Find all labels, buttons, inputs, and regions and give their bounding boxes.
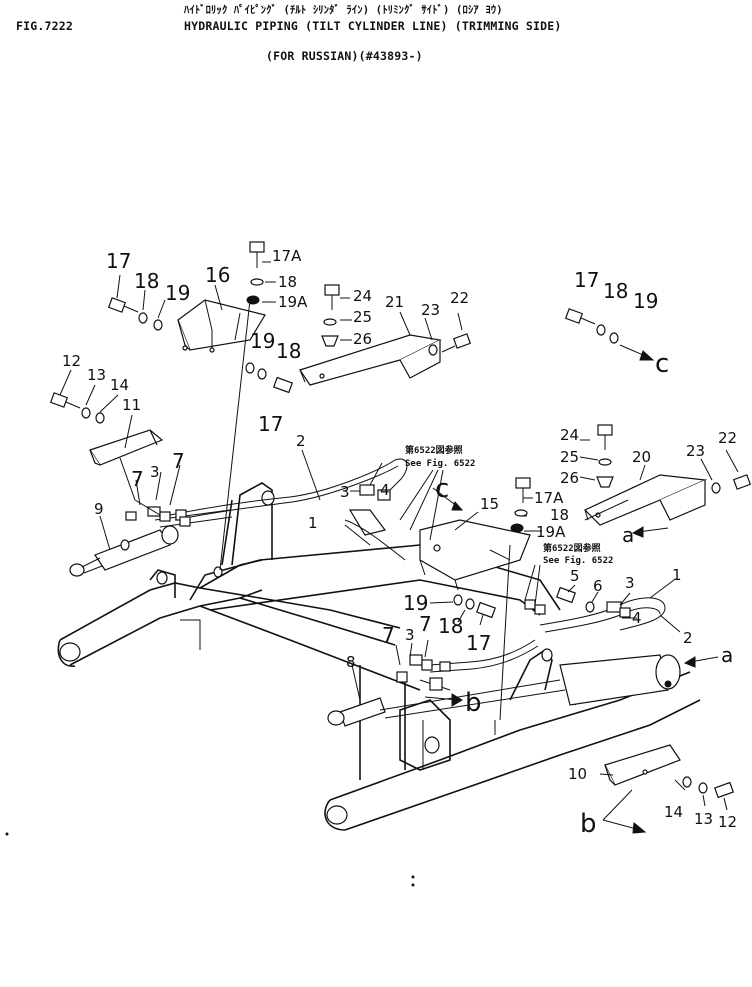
callout-4: 4 bbox=[632, 609, 642, 627]
callout-17: 17 bbox=[466, 631, 491, 655]
callout-1: 1 bbox=[672, 566, 682, 584]
part-16-guard bbox=[177, 299, 266, 571]
callout-19: 19 bbox=[633, 289, 658, 313]
callout-23: 23 bbox=[421, 301, 440, 319]
callout-19A: 19A bbox=[278, 293, 308, 311]
fasteners bbox=[49, 241, 752, 799]
callout-a: a bbox=[721, 643, 733, 667]
callout-2: 2 bbox=[296, 432, 306, 450]
callout-10: 10 bbox=[568, 765, 587, 783]
callout-7: 7 bbox=[419, 612, 432, 636]
callout-19: 19 bbox=[165, 281, 190, 305]
callout-17: 17 bbox=[106, 249, 131, 273]
callout-19: 19 bbox=[403, 591, 428, 615]
callout-a: a bbox=[622, 523, 634, 547]
callout-26: 26 bbox=[353, 330, 372, 348]
callout-19A: 19A bbox=[536, 523, 566, 541]
callout-18: 18 bbox=[438, 614, 463, 638]
callout-19: 19 bbox=[250, 329, 275, 353]
see-fig-ref-2-en: See Fig. 6522 bbox=[543, 555, 613, 566]
callout-3: 3 bbox=[150, 463, 160, 481]
japanese-title: ﾊｲﾄﾞﾛﾘｯｸ ﾊﾟｲﾋﾟﾝｸﾞ (ﾁﾙﾄ ｼﾘﾝﾀﾞ ﾗｲﾝ) (ﾄﾘﾐﾝｸ… bbox=[184, 4, 503, 16]
callout-18: 18 bbox=[134, 269, 159, 293]
callout-22: 22 bbox=[718, 429, 737, 447]
callout-8: 8 bbox=[346, 653, 356, 671]
tilt-cylinder-left bbox=[69, 525, 179, 577]
callout-9: 9 bbox=[94, 500, 104, 518]
callout-13: 13 bbox=[87, 366, 106, 384]
hoses bbox=[125, 458, 666, 691]
callout-6: 6 bbox=[593, 577, 603, 595]
callout-12: 12 bbox=[62, 352, 81, 370]
see-fig-ref-2-jp: 第6522図参照 bbox=[543, 542, 601, 554]
callout-3: 3 bbox=[340, 483, 350, 501]
callout-15: 15 bbox=[480, 495, 499, 513]
callout-23: 23 bbox=[686, 442, 705, 460]
callout-24: 24 bbox=[560, 426, 579, 444]
callout-17: 17 bbox=[574, 268, 599, 292]
part-20-cover bbox=[583, 474, 708, 526]
callout-25: 25 bbox=[353, 308, 372, 326]
callout-13: 13 bbox=[694, 810, 713, 828]
callout-14: 14 bbox=[664, 803, 683, 821]
callout-b: b bbox=[465, 688, 482, 718]
callout-20: 20 bbox=[632, 448, 651, 466]
callout-c: c bbox=[655, 349, 669, 379]
callout-26: 26 bbox=[560, 469, 579, 487]
callout-2: 2 bbox=[683, 629, 693, 647]
callout-21: 21 bbox=[385, 293, 404, 311]
callout-7: 7 bbox=[382, 623, 395, 647]
callout-22: 22 bbox=[450, 289, 469, 307]
callout-3: 3 bbox=[625, 574, 635, 592]
callout-12: 12 bbox=[718, 813, 737, 831]
callout-7: 7 bbox=[131, 467, 144, 491]
callout-11: 11 bbox=[122, 396, 141, 414]
callout-25: 25 bbox=[560, 448, 579, 466]
callout-16: 16 bbox=[205, 263, 230, 287]
tilt-cylinder-right bbox=[327, 654, 681, 727]
part-10-guard bbox=[604, 744, 681, 786]
callout-1: 1 bbox=[308, 514, 318, 532]
callout-5: 5 bbox=[570, 567, 580, 585]
callout-b: b bbox=[580, 809, 597, 839]
part-15-guard bbox=[419, 519, 531, 721]
callout-3: 3 bbox=[405, 626, 415, 644]
callout-17A: 17A bbox=[534, 489, 564, 507]
callout-18: 18 bbox=[550, 506, 569, 524]
figure-number: FIG.7222 bbox=[16, 19, 73, 33]
callout-18: 18 bbox=[603, 279, 628, 303]
callout-7: 7 bbox=[172, 449, 185, 473]
callout-4: 4 bbox=[380, 481, 390, 499]
subtitle: (FOR RUSSIAN)(#43893-) bbox=[266, 49, 423, 63]
callout-14: 14 bbox=[110, 376, 129, 394]
see-fig-ref-1-en: See Fig. 6522 bbox=[405, 458, 475, 469]
callout-17A: 17A bbox=[272, 247, 302, 265]
callout-labels: 17 18 19 16 17A 18 19A 24 25 26 21 23 22… bbox=[62, 247, 737, 839]
english-title: HYDRAULIC PIPING (TILT CYLINDER LINE) (T… bbox=[184, 19, 562, 33]
leader-lines bbox=[59, 261, 739, 834]
callout-18: 18 bbox=[276, 339, 301, 363]
part-11-guard bbox=[89, 429, 164, 516]
callout-18: 18 bbox=[278, 273, 297, 291]
callout-c: c bbox=[435, 474, 449, 504]
callout-17: 17 bbox=[258, 412, 283, 436]
stray-marks bbox=[5, 832, 415, 887]
see-fig-ref-1-jp: 第6522図参照 bbox=[405, 444, 463, 456]
callout-24: 24 bbox=[353, 287, 372, 305]
